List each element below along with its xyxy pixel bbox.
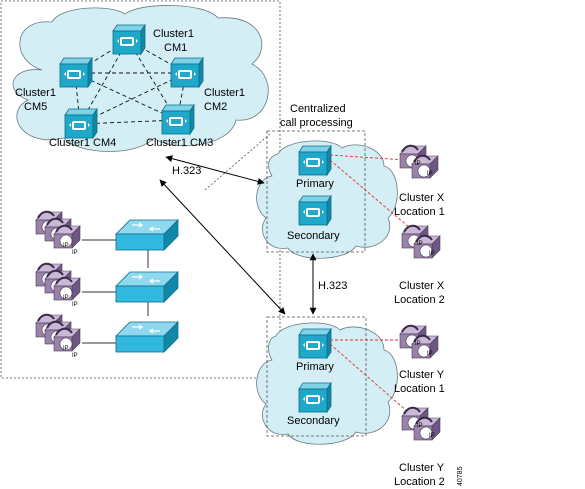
- node-label-line: Cluster1: [15, 87, 56, 99]
- svg-text:Cluster1: Cluster1: [15, 87, 56, 99]
- cluster-x-location2-phones: IP IP: [402, 226, 440, 258]
- svg-text:CM5: CM5: [24, 101, 47, 113]
- node-label-line: Cluster1 CM4: [49, 137, 116, 149]
- node-label-line: CM1: [164, 42, 187, 54]
- ip-badge: IP: [429, 433, 435, 439]
- node-label-line: Cluster1: [153, 28, 194, 40]
- cluster-y-box: [266, 316, 367, 437]
- centralized-title-line: Centralized: [290, 103, 346, 115]
- ip-badge: IP: [427, 351, 433, 357]
- callmanager-icon: [161, 104, 195, 135]
- ip-badge: IP: [415, 161, 421, 167]
- ip-phone-icon: [36, 315, 80, 351]
- phone-group: IP IP: [36, 212, 80, 256]
- svg-text:Cluster1 CM4: Cluster1 CM4: [49, 137, 116, 149]
- ip-badge: IP: [417, 241, 423, 247]
- secondary-callmanager-icon: [298, 195, 332, 226]
- callmanager-icon: [170, 57, 204, 88]
- node-label-line: CM2: [204, 101, 227, 113]
- ip-badge: IP: [427, 171, 433, 177]
- svg-text:Cluster1 CM3: Cluster1 CM3: [146, 137, 213, 149]
- h323-link-cluster1-to-y: [159, 179, 286, 315]
- node-label-line: Cluster1 CM3: [146, 137, 213, 149]
- cluster1-cm1-node: Cluster1 CM1: [112, 24, 194, 55]
- switch-icon: [115, 271, 179, 303]
- ip-phone-icon: [36, 212, 80, 248]
- ip-badge: IP: [63, 346, 69, 352]
- location-label-line: Cluster X: [399, 192, 445, 204]
- ip-badge: IP: [415, 341, 421, 347]
- phone-group: IP IP: [36, 315, 80, 359]
- ip-badge: IP: [63, 295, 69, 301]
- cluster-x-location1-phones: IP IP: [400, 146, 438, 178]
- switch-icon: [115, 321, 179, 353]
- callmanager-icon: [59, 57, 93, 88]
- location-label-line: Location 2: [394, 476, 445, 488]
- h323-label-top: H.323: [172, 165, 201, 177]
- h323-label-mid: H.323: [318, 280, 347, 292]
- location-label-line: Location 2: [394, 294, 445, 306]
- svg-text:Cluster1: Cluster1: [204, 87, 245, 99]
- centralized-title-line: call processing: [280, 117, 353, 129]
- ip-badge: IP: [72, 353, 78, 359]
- phone-group: IP IP: [36, 264, 80, 308]
- node-label-line: CM5: [24, 101, 47, 113]
- primary-callmanager-icon: [298, 328, 332, 359]
- cluster-y-location2-phones: IP IP: [402, 408, 440, 440]
- cluster1-cm5-node: Cluster1 CM5: [15, 57, 93, 113]
- location-label-line: Location 1: [394, 206, 445, 218]
- ip-phone-icon: [36, 264, 80, 300]
- secondary-callmanager-icon: [298, 382, 332, 413]
- location-label-line: Cluster Y: [399, 462, 445, 474]
- ip-badge: IP: [63, 243, 69, 249]
- node-label-line: Cluster1: [204, 87, 245, 99]
- ip-badge: IP: [417, 423, 423, 429]
- ip-badge: IP: [429, 251, 435, 257]
- location-label-line: Location 1: [394, 383, 445, 395]
- location-label-line: Cluster Y: [399, 369, 445, 381]
- ip-badge: IP: [72, 302, 78, 308]
- callmanager-icon: [64, 108, 98, 139]
- cluster-y-location1-phones: IP IP: [400, 326, 438, 358]
- primary-label: Primary: [296, 361, 334, 373]
- location-label-line: Cluster X: [399, 280, 445, 292]
- svg-text:Cluster1: Cluster1: [153, 28, 194, 40]
- remote-links: [329, 154, 411, 413]
- cluster1-cm2-node: Cluster1 CM2: [170, 57, 245, 113]
- figure-id: 40785: [457, 466, 464, 486]
- primary-callmanager-icon: [298, 145, 332, 176]
- cluster1-cm3-node: Cluster1 CM3: [146, 104, 213, 149]
- access-network: IP IP IP IP IP IP: [36, 212, 179, 359]
- svg-text:CM1: CM1: [164, 42, 187, 54]
- switch-icon: [115, 219, 179, 251]
- ip-badge: IP: [72, 250, 78, 256]
- callmanager-icon: [112, 24, 146, 55]
- svg-text:CM2: CM2: [204, 101, 227, 113]
- h323-link-top: [165, 155, 265, 185]
- secondary-label: Secondary: [287, 230, 340, 242]
- secondary-label: Secondary: [287, 415, 340, 427]
- primary-label: Primary: [296, 178, 334, 190]
- cluster1-cm4-node: Cluster1 CM4: [49, 108, 116, 149]
